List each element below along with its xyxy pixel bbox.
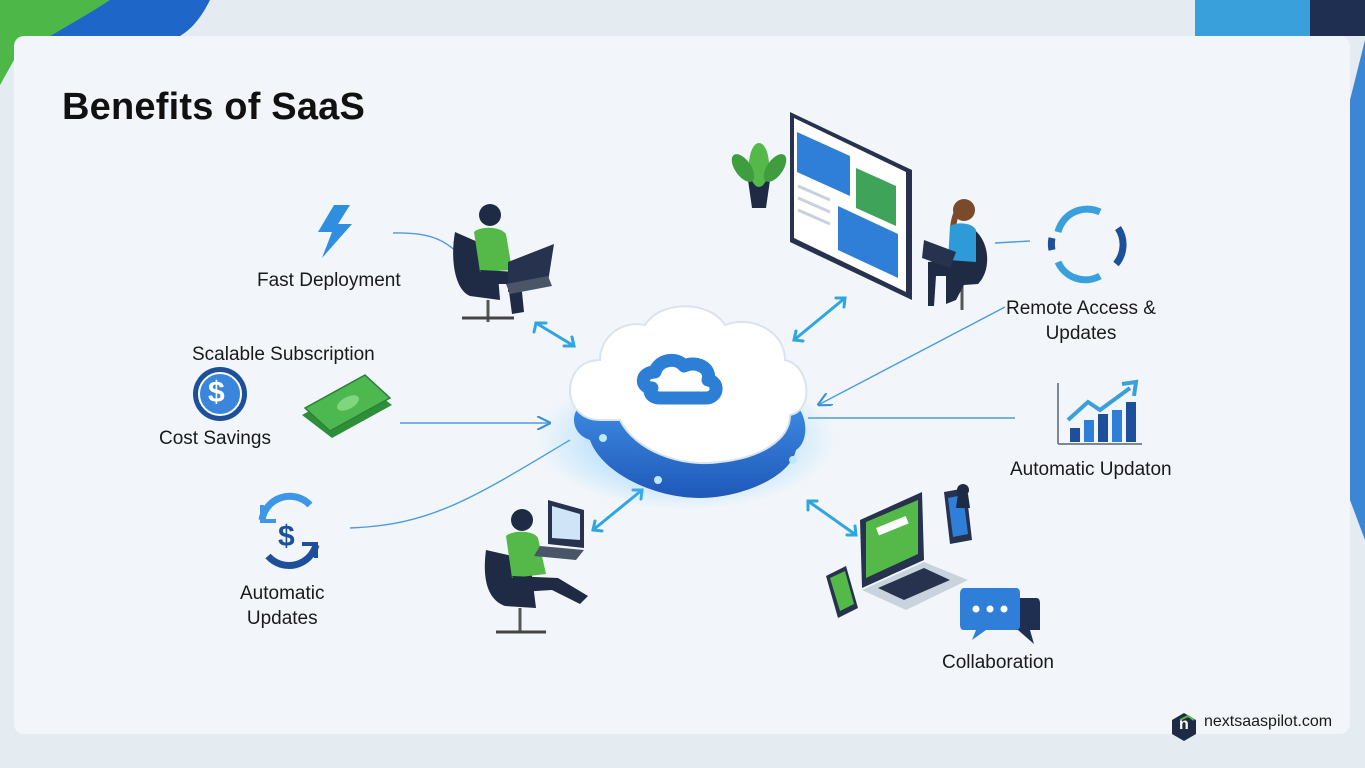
refresh-dollar-glyph: $ (278, 520, 295, 553)
brand-footer: nextsaaspilot.com (1172, 713, 1332, 731)
brand-logo-letter: n (1179, 716, 1189, 733)
page-title: Benefits of SaaS (62, 86, 366, 128)
label-automatic-updates-left: Automatic Updates (240, 581, 324, 631)
corner-decoration-top-right (1195, 0, 1365, 36)
devices-group (826, 484, 972, 618)
label-remote-access-line1: Remote Access & (1006, 298, 1156, 319)
chat-bubbles-icon (960, 588, 1040, 644)
cash-bills-icon (302, 374, 392, 438)
sync-arrows-icon (1047, 205, 1127, 284)
label-fast-deployment: Fast Deployment (257, 270, 401, 291)
dashboard-monitor-icon (790, 112, 912, 300)
lightning-icon (318, 205, 352, 258)
person-top-right (922, 199, 988, 310)
label-remote-access: Remote Access & Updates (1006, 296, 1156, 346)
label-remote-access-line2: Updates (1045, 323, 1117, 344)
refresh-dollar-icon (258, 492, 320, 569)
brand-name: nextsaaspilot.com (1204, 713, 1333, 730)
person-top-left (453, 204, 554, 322)
label-collaboration: Collaboration (942, 652, 1054, 673)
label-automatic-updates-left-line2: Updates (246, 608, 318, 629)
plant-icon (731, 143, 787, 208)
connector-lines (349, 232, 1031, 529)
cloud-icon (536, 305, 836, 510)
dollar-coin-glyph: $ (208, 376, 225, 409)
label-automatic-updaton: Automatic Updaton (1010, 459, 1172, 480)
corner-decoration-top-left (0, 0, 210, 85)
brand-logo-icon (1172, 713, 1196, 741)
label-automatic-updates-left-line1: Automatic (240, 583, 325, 604)
label-scalable-subscription: Scalable Subscription (192, 344, 375, 365)
growth-chart-icon (1057, 379, 1142, 445)
dollar-coin-icon (193, 367, 247, 421)
person-bottom-center (484, 500, 588, 634)
label-cost-savings: Cost Savings (159, 428, 271, 449)
corner-decoration-right-edge (1350, 40, 1365, 540)
